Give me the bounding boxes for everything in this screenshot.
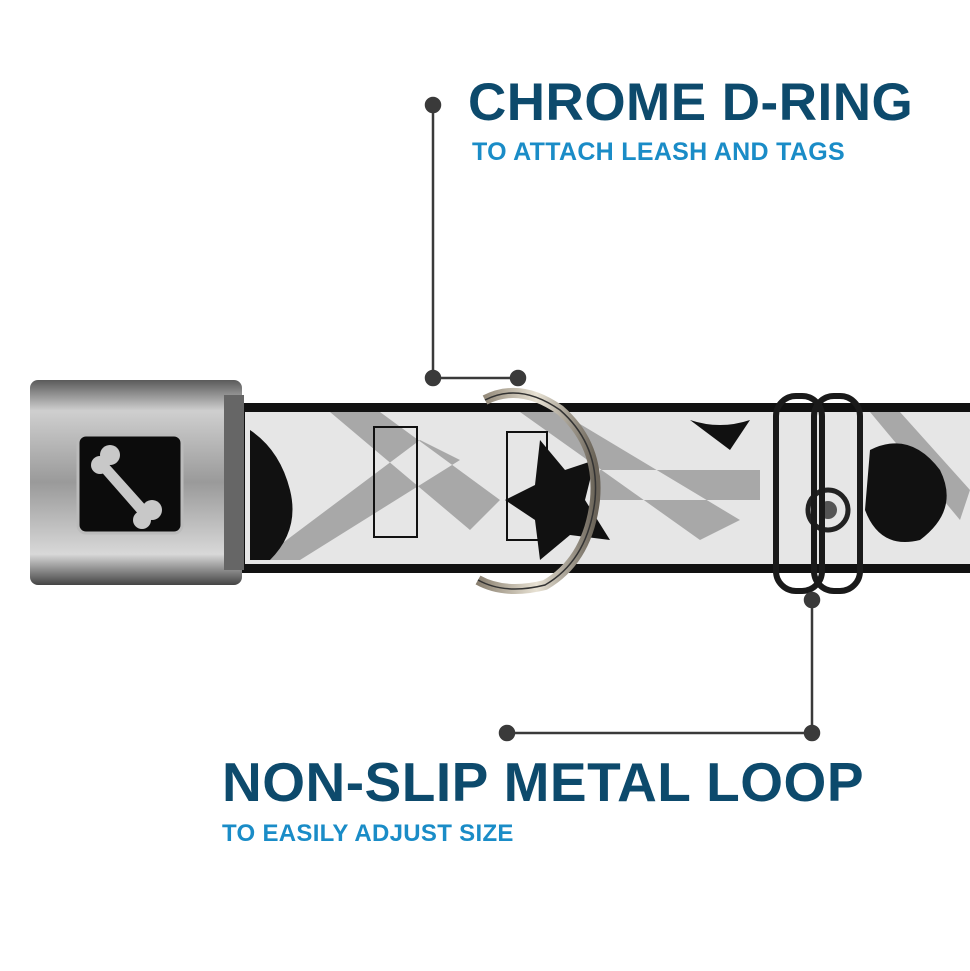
seatbelt-buckle [30,380,244,585]
d-ring-callout-subtitle: TO ATTACH LEASH AND TAGS [472,138,845,166]
loop-callout-title: NON-SLIP METAL LOOP [222,751,865,813]
loop-callout-subtitle: TO EASILY ADJUST SIZE [222,820,514,847]
loop-leader-line [498,591,821,742]
metal-loop [773,393,863,594]
d-ring-leader-line [424,96,527,387]
bone-logo-badge [76,433,184,535]
collar-strap [235,403,970,573]
d-ring-callout-title: CHROME D-RING [468,73,914,132]
bone-icon [91,445,162,529]
